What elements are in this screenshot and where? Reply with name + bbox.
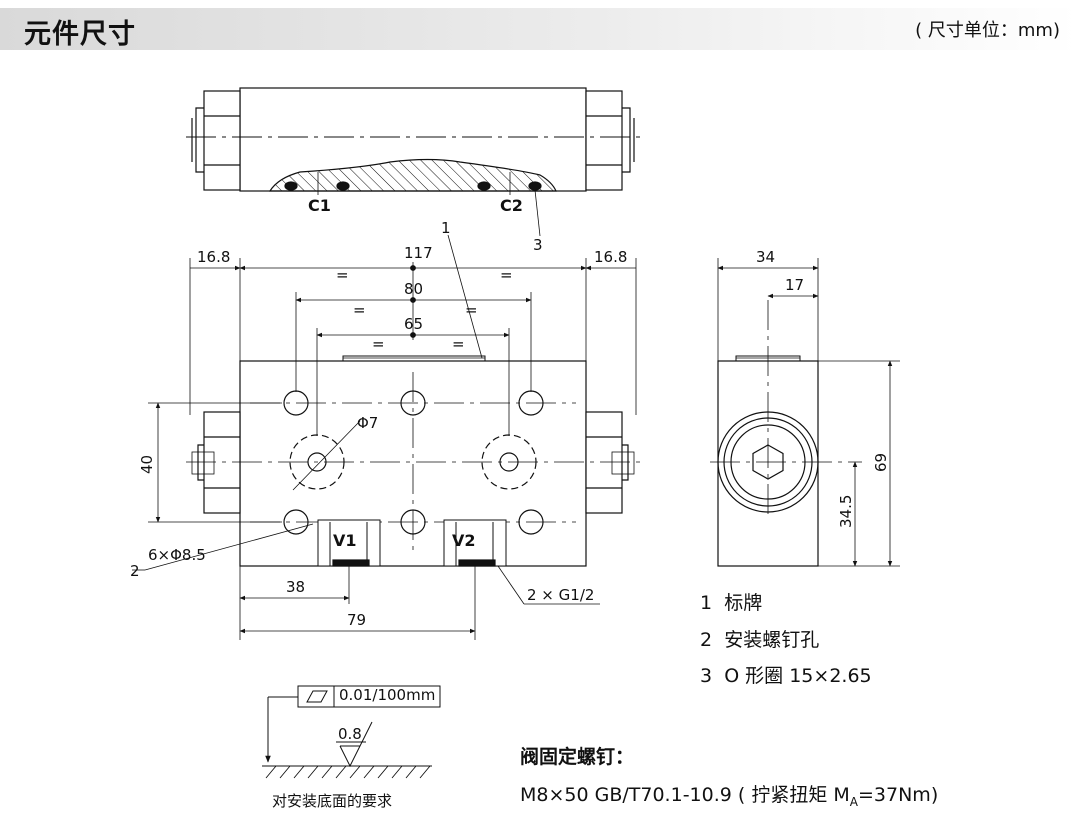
eq-mark: =	[372, 335, 385, 353]
legend-item: 1 标牌	[700, 588, 762, 615]
side-view	[710, 300, 862, 567]
callout-c2: C2	[500, 196, 523, 215]
screw-spec-sub: A	[849, 794, 858, 809]
eq-mark: =	[452, 335, 465, 353]
legend-text: 安装螺钉孔	[724, 629, 820, 651]
header-bar	[0, 8, 1078, 50]
legend-text: 标牌	[724, 592, 763, 614]
eq-mark: =	[353, 301, 366, 319]
side-dimensions	[717, 258, 900, 567]
port-v1: V1	[333, 531, 357, 550]
screw-spec-end: =37Nm)	[858, 784, 939, 806]
dim-38: 38	[286, 578, 305, 596]
legend-text: O 形圈 15×2.65	[724, 665, 872, 687]
eq-mark: =	[500, 266, 513, 284]
dim-ports: 2 × G1/2	[527, 586, 594, 604]
front-view	[132, 234, 640, 605]
units-note: ( 尺寸单位：mm)	[915, 20, 1060, 41]
dim-17: 17	[785, 276, 804, 294]
eq-mark: =	[336, 266, 349, 284]
top-view	[186, 87, 640, 237]
callout-c1: C1	[308, 196, 331, 215]
dim-79: 79	[347, 611, 366, 629]
legend-num: 2	[700, 629, 713, 651]
dim-40: 40	[138, 455, 156, 474]
dim-80: 80	[404, 280, 423, 298]
dim-16-8-left: 16.8	[197, 248, 230, 266]
dim-117: 117	[404, 244, 433, 262]
dim-34: 34	[756, 248, 775, 266]
port-v2: V2	[452, 531, 476, 550]
callout-3: 3	[533, 236, 543, 254]
dim-65: 65	[404, 315, 423, 333]
dim-69: 69	[872, 453, 890, 472]
surface-caption: 对安装底面的要求	[272, 792, 393, 810]
callout-2: 2	[130, 562, 140, 580]
callout-1: 1	[441, 219, 451, 237]
legend-num: 1	[700, 592, 713, 614]
legend-item: 3 O 形圈 15×2.65	[700, 661, 872, 688]
screw-spec-main: M8×50 GB/T70.1-10.9 ( 拧紧扭矩 M	[520, 784, 850, 806]
dim-holes: 6×Φ8.5	[148, 546, 206, 564]
front-dimensions	[148, 258, 637, 640]
roughness-value: 0.8	[338, 725, 362, 743]
flatness-value: 0.01/100mm	[339, 686, 436, 704]
legend-num: 3	[700, 665, 713, 687]
legend-item: 2 安装螺钉孔	[700, 625, 819, 652]
dim-34-5: 34.5	[837, 495, 855, 528]
dim-phi7: Φ7	[357, 414, 378, 432]
screw-spec: M8×50 GB/T70.1-10.9 ( 拧紧扭矩 MA=37Nm)	[520, 780, 938, 809]
screw-title: 阀固定螺钉：	[520, 746, 635, 768]
page-title: 元件尺寸	[24, 19, 136, 50]
surface-requirement-symbol	[262, 685, 441, 779]
dim-16-8-right: 16.8	[594, 248, 627, 266]
eq-mark: =	[465, 301, 478, 319]
